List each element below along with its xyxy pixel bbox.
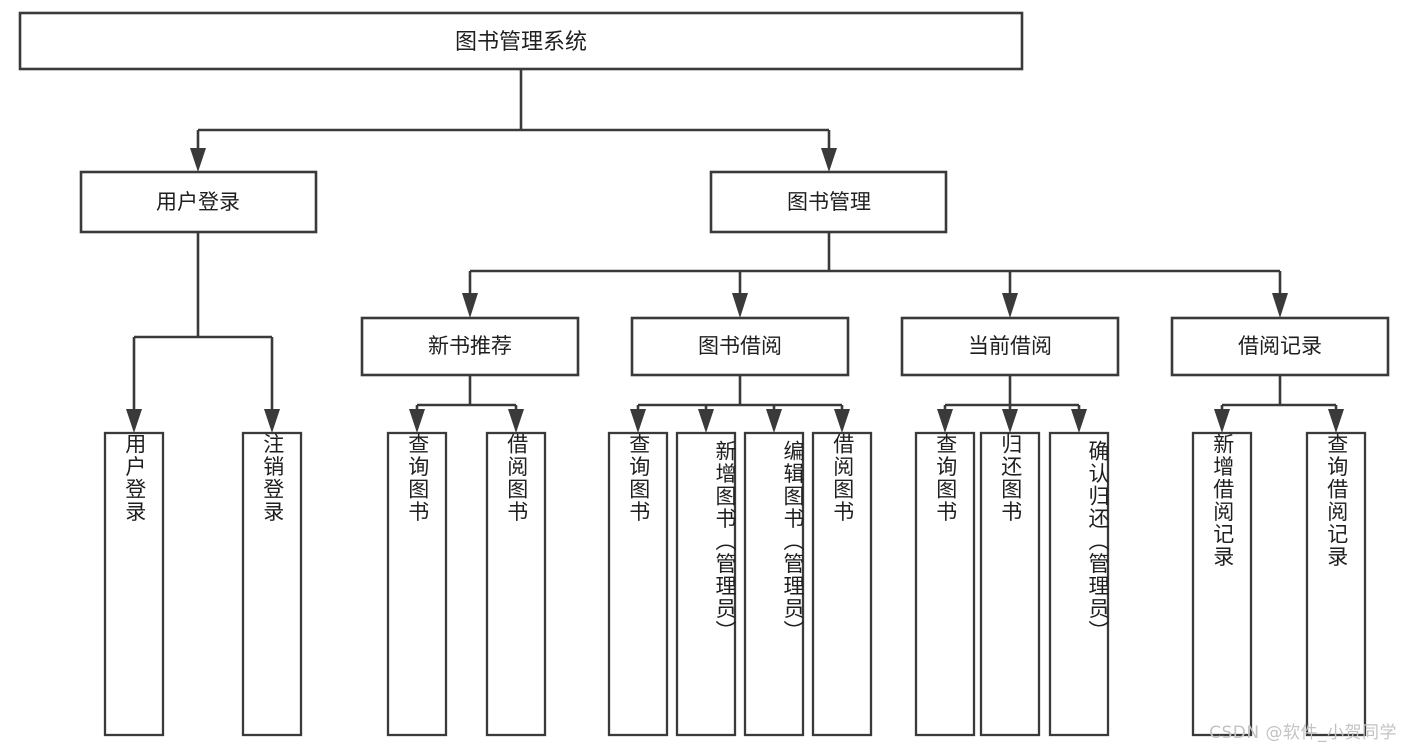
leaf-boxes-book-borrow xyxy=(607,431,873,737)
connector-group-book-borrow-leaves xyxy=(630,375,850,433)
arrow-head-leaf-borrow-record-2 xyxy=(1328,409,1344,433)
node-current-borrow-box[interactable] xyxy=(900,316,1120,377)
node-current-borrow[interactable]: 当前借阅 xyxy=(900,316,1120,377)
arrow-head-borrow-record xyxy=(1272,293,1288,318)
leaf-boxes-new-book-rec xyxy=(386,431,547,737)
arrow-head-user-login xyxy=(190,148,206,172)
arrow-head-current-borrow xyxy=(1002,293,1018,318)
leaf-box-book-borrow-0[interactable] xyxy=(607,431,669,737)
node-book-manage-box[interactable] xyxy=(709,170,948,234)
node-user-login-label: 用户登录 xyxy=(156,190,240,214)
csdn-watermark: CSDN @软件_小贺同学 xyxy=(1209,723,1397,743)
leaf-box-book-borrow-1[interactable] xyxy=(675,431,737,737)
arrow-head-leaf-new-book-rec-2 xyxy=(508,409,524,433)
leaf-box-current-borrow-2[interactable] xyxy=(1048,431,1110,737)
leaf-boxes-borrow-record xyxy=(1191,431,1367,737)
arrow-head-leaf-book-borrow-3 xyxy=(766,409,782,433)
node-borrow-record-label: 借阅记录 xyxy=(1238,334,1322,358)
arrow-head-leaf-current-borrow-3 xyxy=(1071,409,1087,433)
node-current-borrow-label: 当前借阅 xyxy=(968,334,1052,358)
node-user-login-box[interactable] xyxy=(79,170,318,234)
leaf-box-book-borrow-3[interactable] xyxy=(811,431,873,737)
arrow-head-leaf-user-login-2 xyxy=(264,409,280,433)
arrow-head-leaf-user-login-1 xyxy=(126,409,142,433)
leaf-box-book-borrow-2[interactable] xyxy=(743,431,805,737)
arrow-head-leaf-current-borrow-1 xyxy=(937,409,953,433)
arrow-head-book-manage xyxy=(821,148,837,172)
node-book-borrow-label: 图书借阅 xyxy=(698,334,782,358)
node-new-book-rec-box[interactable] xyxy=(360,316,580,377)
arrow-head-new-book-rec xyxy=(462,293,478,318)
leaf-box-new-book-rec-1[interactable] xyxy=(485,431,547,737)
node-borrow-record-box[interactable] xyxy=(1170,316,1390,377)
node-user-login[interactable]: 用户登录 xyxy=(79,170,318,234)
connector-group-book-manage xyxy=(462,232,1288,318)
connector-group-new-book-rec-leaves xyxy=(409,375,524,433)
node-root[interactable]: 图书管理系统 xyxy=(18,11,1024,71)
node-book-borrow-box[interactable] xyxy=(630,316,850,377)
arrow-head-leaf-book-borrow-1 xyxy=(630,409,646,433)
leaf-box-new-book-rec-0[interactable] xyxy=(386,431,448,737)
node-root-box[interactable] xyxy=(18,11,1024,71)
arrow-head-leaf-book-borrow-4 xyxy=(834,409,850,433)
leaf-boxes-current-borrow xyxy=(914,431,1110,737)
arrow-head-leaf-new-book-rec-1 xyxy=(409,409,425,433)
arrow-head-leaf-borrow-record-1 xyxy=(1214,409,1230,433)
node-book-manage-label: 图书管理 xyxy=(787,190,871,214)
connector-group-user-login-leaves xyxy=(126,232,280,433)
connector-group-borrow-record-leaves xyxy=(1214,375,1344,433)
node-new-book-rec[interactable]: 新书推荐 xyxy=(360,316,580,377)
leaf-box-current-borrow-1[interactable] xyxy=(979,431,1041,737)
node-borrow-record[interactable]: 借阅记录 xyxy=(1170,316,1390,377)
leaf-boxes-user-login xyxy=(103,431,303,737)
arrow-head-book-borrow xyxy=(732,293,748,318)
leaf-box-current-borrow-0[interactable] xyxy=(914,431,976,737)
connector-group-root xyxy=(190,69,837,172)
connector-group-current-borrow-leaves xyxy=(937,375,1087,433)
arrow-head-leaf-current-borrow-2 xyxy=(1002,409,1018,433)
leaf-box-borrow-record-0[interactable] xyxy=(1191,431,1253,737)
leaf-box-user-login-0[interactable] xyxy=(103,431,165,737)
node-root-label: 图书管理系统 xyxy=(455,30,587,55)
arrow-head-leaf-book-borrow-2 xyxy=(698,409,714,433)
node-book-manage[interactable]: 图书管理 xyxy=(709,170,948,234)
node-book-borrow[interactable]: 图书借阅 xyxy=(630,316,850,377)
leaf-box-borrow-record-1[interactable] xyxy=(1305,431,1367,737)
node-new-book-rec-label: 新书推荐 xyxy=(428,334,512,358)
leaf-box-user-login-1[interactable] xyxy=(241,431,303,737)
